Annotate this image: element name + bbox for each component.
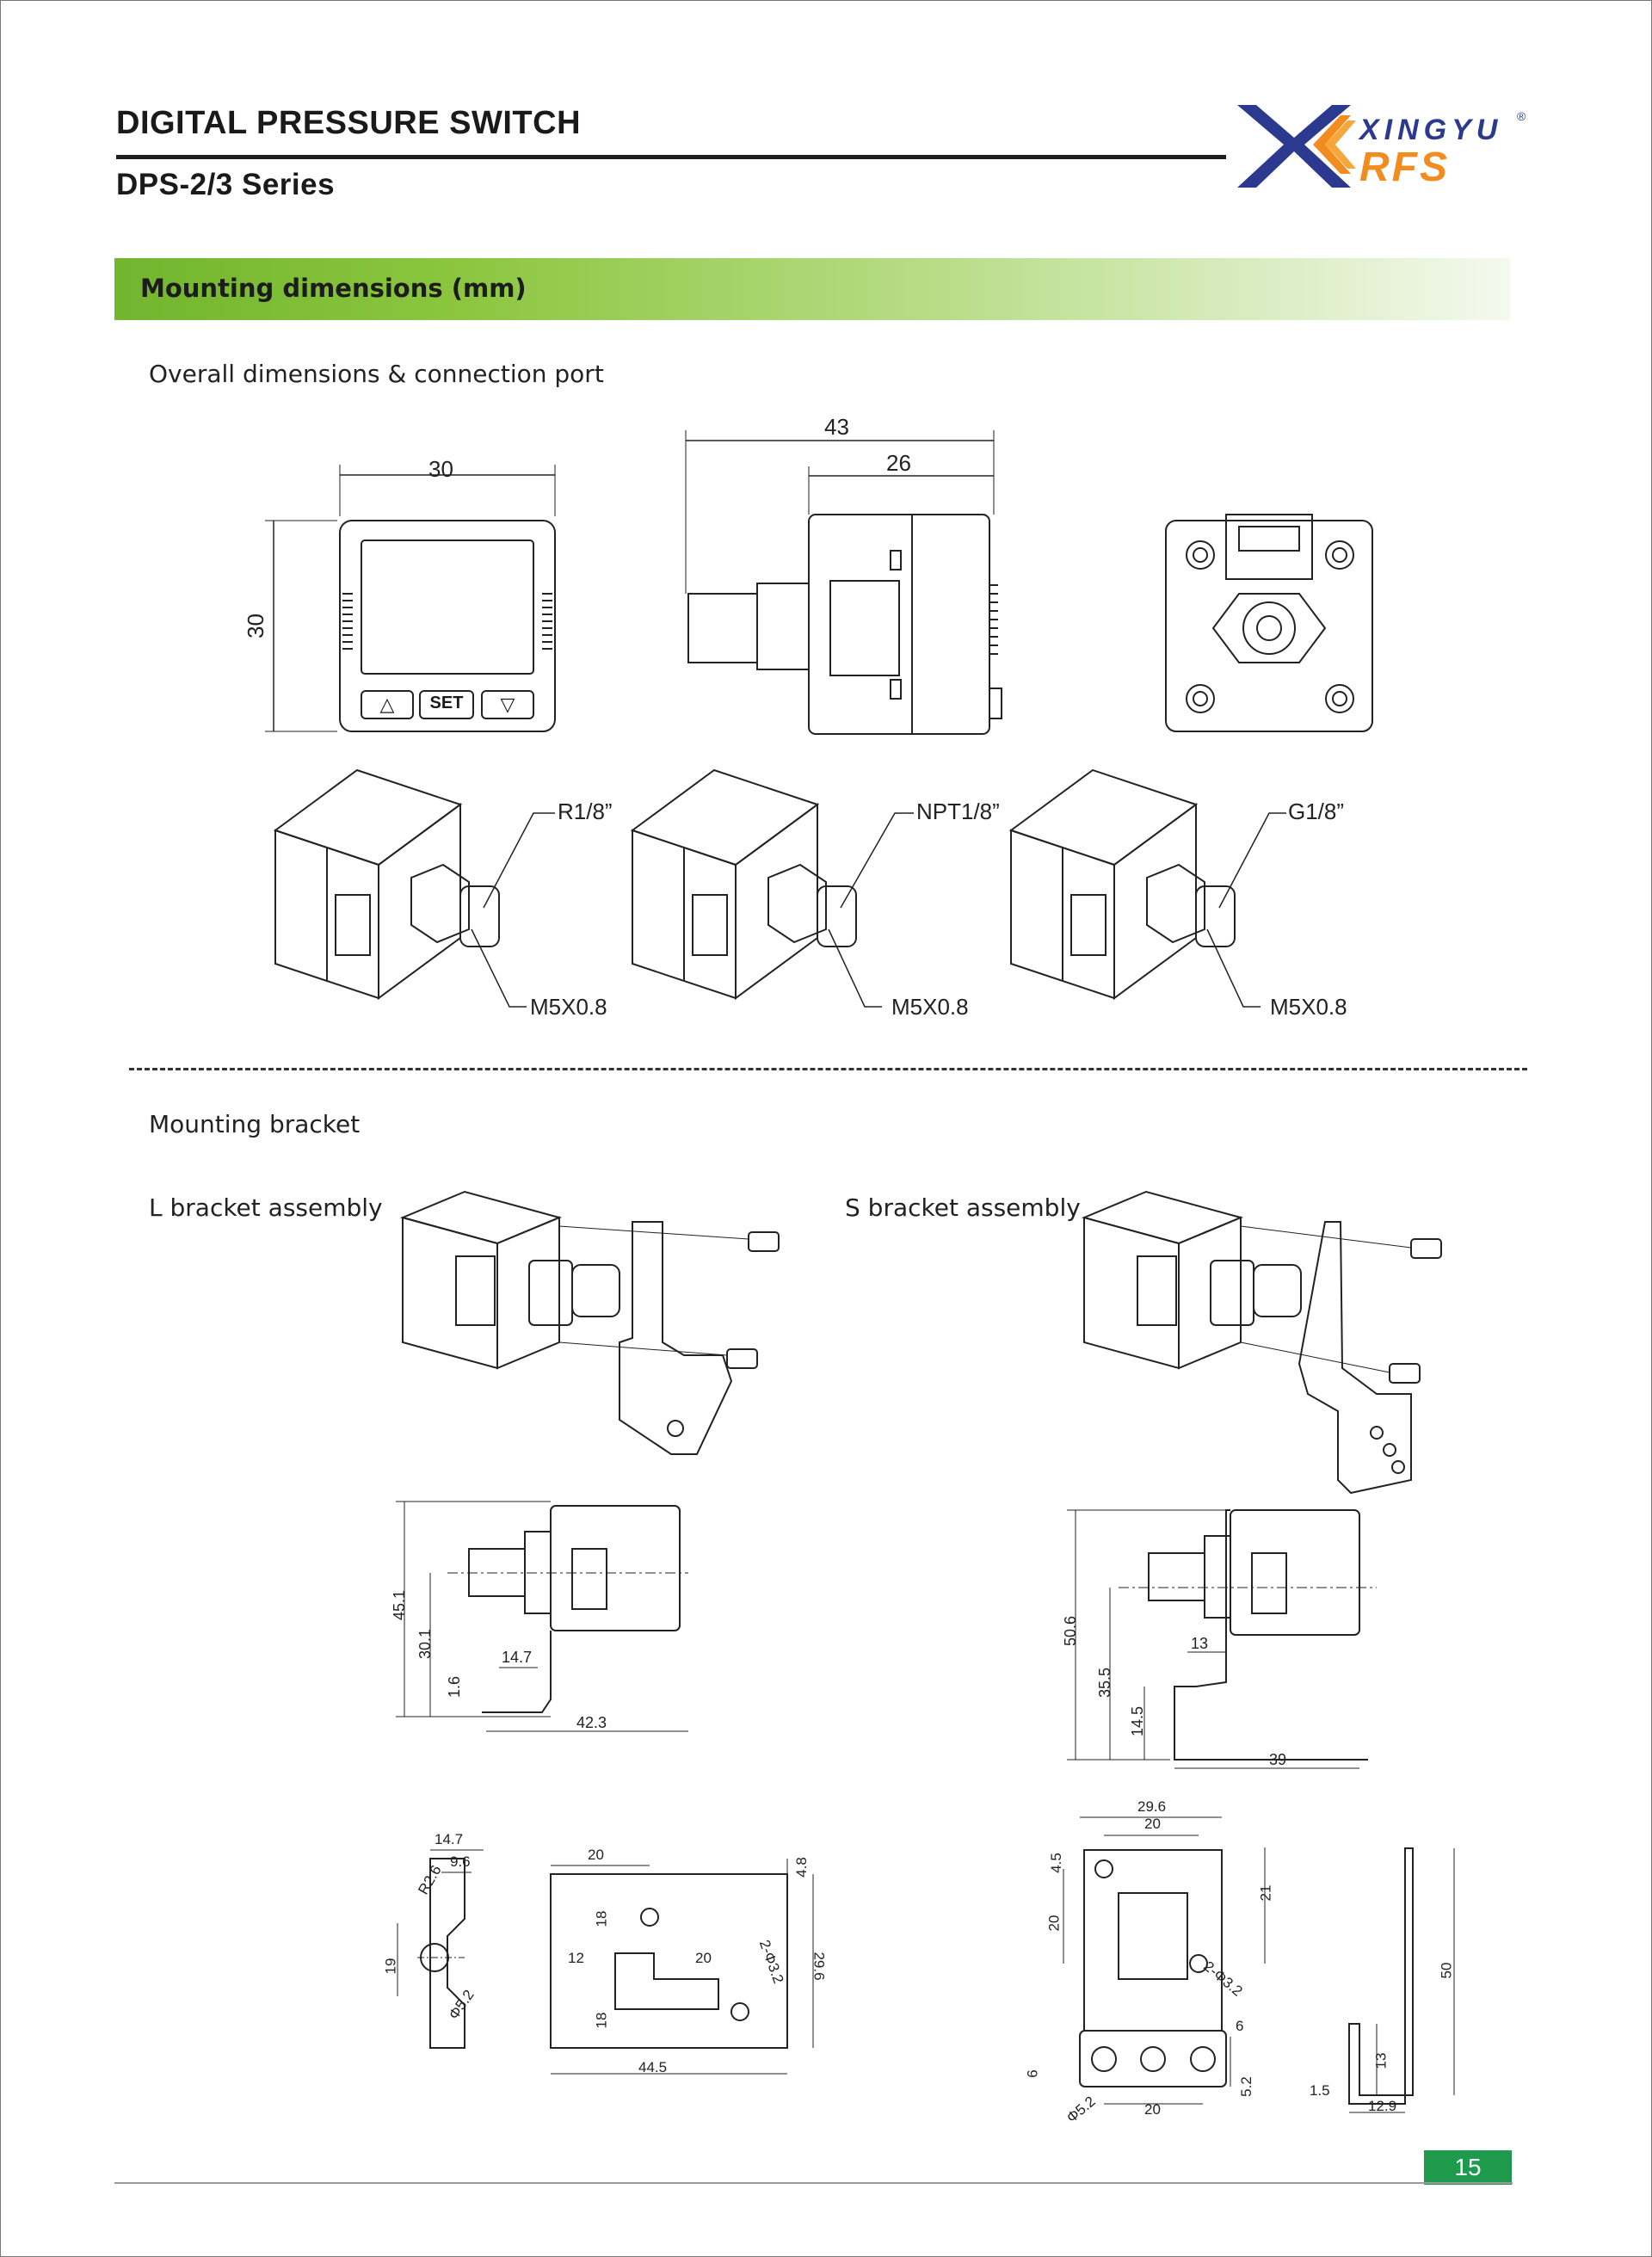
l-bracket-title: L bracket assembly [149,1193,383,1222]
s-flat-c: 20 [1045,1915,1063,1932]
l-flat-w-top: 14.7 [435,1831,464,1847]
l-flat-b: 12 [568,1950,584,1966]
s-side-dim-h2: 35.5 [1096,1667,1114,1699]
series-subtitle: DPS-2/3 Series [116,168,336,201]
port-thread-label-1: R1/8” [558,799,613,824]
s-side-dim-h1: 50.6 [1062,1615,1080,1647]
l-flat-thickness: 4.8 [792,1857,810,1878]
l-flat-a: 18 [593,1910,610,1927]
s-flat-inner: 20 [1144,1816,1161,1832]
s-profile-h: 13 [1372,2052,1390,2069]
document-title: DIGITAL PRESSURE SWITCH [116,105,582,141]
port-inner-label-3: M5X0.8 [1270,994,1347,1020]
l-flat-height: 19 [382,1958,399,1975]
s-side-dim-w1: 13 [1191,1635,1209,1652]
l-side-dim-w2: 42.3 [576,1714,607,1731]
front-height-dim: 30 [242,614,268,638]
l-flat-total-height: 29.6 [811,1952,828,1981]
l-flat-w-in: 9.6 [450,1853,471,1870]
l-side-dim-h3: 1.6 [446,1675,464,1699]
brand-bottom-text: RFS [1359,145,1450,190]
title-rule [116,155,1226,159]
s-profile-height: 50 [1438,1962,1455,1979]
front-width-dim: 30 [428,456,453,482]
s-flat-a: 4.5 [1047,1853,1064,1873]
section-band: Mounting dimensions (mm) [114,258,1510,320]
l-flat-top: 20 [588,1847,604,1863]
s-flat-g: 5.2 [1237,2076,1254,2097]
port-thread-label-3: G1/8” [1288,799,1345,824]
bracket-heading: Mounting bracket [149,1110,361,1138]
s-profile-width: 12.9 [1368,2098,1397,2114]
s-flat-d: 6 [1236,2018,1244,2034]
s-side-dim-h3: 14.5 [1129,1705,1147,1737]
page-number: 15 [1424,2150,1512,2185]
l-flat-width: 44.5 [638,2059,668,2075]
section-divider [129,1068,1527,1070]
footer-rule [114,2182,1513,2184]
registered-mark: ® [1517,109,1526,123]
s-flat-b: 21 [1257,1884,1274,1902]
set-button: SET [429,694,464,712]
brand-top-text: XINGYU [1358,114,1502,146]
side-total-dim: 43 [824,414,849,440]
l-side-dim-h2: 30.1 [416,1628,435,1660]
port-thread-label-2: NPT1/8” [916,799,1000,824]
overall-heading: Overall dimensions & connection port [149,360,604,388]
up-button: △ [379,694,395,715]
section-band-label: Mounting dimensions (mm) [140,274,527,303]
s-flat-width: 29.6 [1137,1798,1167,1815]
port-inner-label-1: M5X0.8 [530,994,607,1020]
l-flat-c: 20 [695,1950,712,1966]
l-flat-d: 18 [593,2012,610,2029]
down-button: ▽ [500,694,515,715]
s-flat-e: 6 [1024,2069,1041,2078]
s-profile-thickness: 1.5 [1310,2082,1330,2099]
side-body-dim: 26 [886,450,911,476]
l-side-dim-h1: 45.1 [391,1589,409,1621]
s-bracket-title: S bracket assembly [845,1193,1081,1222]
xingyu-rfs-logo: XINGYU RFS ® [1237,105,1526,190]
port-inner-label-2: M5X0.8 [891,994,969,1020]
l-side-dim-w1: 14.7 [502,1649,533,1666]
s-side-dim-w2: 39 [1269,1751,1287,1768]
s-flat-f: 20 [1144,2101,1161,2118]
